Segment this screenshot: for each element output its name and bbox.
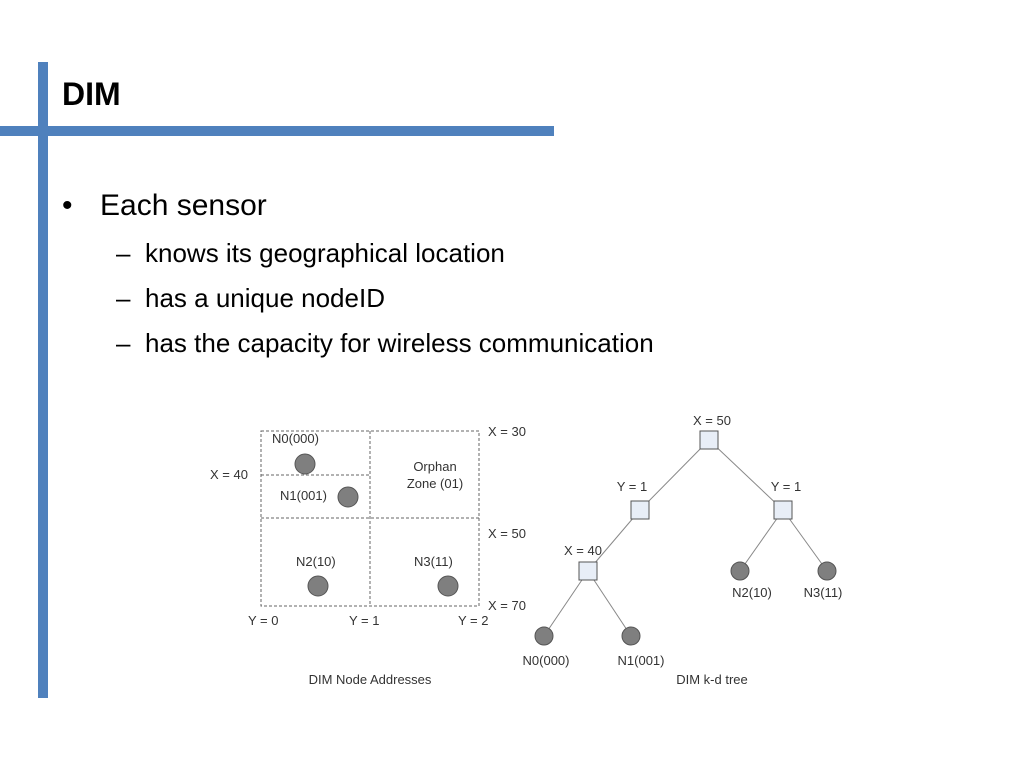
tree-edge (782, 509, 828, 572)
tree-node-label-left: Y = 1 (617, 479, 647, 494)
tree-node-right (773, 500, 793, 520)
grid-sensor-dots (294, 453, 459, 597)
tree-edge (639, 439, 710, 511)
sub-bullet-text: knows its geographical location (145, 238, 505, 268)
sensor-dot-n1 (337, 486, 359, 508)
tree-edges (543, 439, 828, 637)
tree-leaf-label-n0: N0(000) (523, 653, 570, 668)
tree-edge (739, 509, 784, 572)
tree-edge (587, 509, 641, 572)
tree-leaf-label-n1: N1(001) (618, 653, 665, 668)
slide-title: DIM (62, 76, 121, 112)
tree-edge (587, 570, 632, 637)
cell-label-orphan-line1: Orphan (413, 459, 456, 474)
axis-label-y0: Y = 0 (248, 613, 278, 628)
node-address-grid (260, 430, 480, 607)
tree-edge (543, 570, 589, 637)
accent-bar-vertical (38, 62, 48, 698)
axis-label-y1: Y = 1 (349, 613, 379, 628)
bullet-dot-icon: • (62, 189, 73, 222)
cell-label-orphan-line2: Zone (01) (407, 476, 463, 491)
axis-label-y2: Y = 2 (458, 613, 488, 628)
tree-leaf-label-n3: N3(11) (804, 585, 843, 600)
grid-caption: DIM Node Addresses (309, 672, 432, 687)
sensor-dot-n3 (437, 575, 459, 597)
tree-node-label-leftleft: X = 40 (564, 543, 602, 558)
accent-bar-horizontal (0, 126, 554, 136)
axis-label-x70: X = 70 (488, 598, 526, 613)
tree-node-label-right: Y = 1 (771, 479, 801, 494)
dash-icon: – (116, 283, 131, 313)
cell-label-n2: N2(10) (296, 554, 336, 569)
tree-leaf-n3 (817, 561, 837, 581)
cell-label-n3: N3(11) (414, 554, 453, 569)
tree-leaf-label-n2: N2(10) (732, 585, 772, 600)
tree-node-label-root: X = 50 (693, 413, 731, 428)
tree-leaf-n1 (621, 626, 641, 646)
bullet-text: Each sensor (100, 189, 267, 222)
dash-icon: – (116, 328, 131, 358)
tree-node-root (699, 430, 719, 450)
tree-caption: DIM k-d tree (676, 672, 748, 687)
tree-node-left (630, 500, 650, 520)
sub-bullet-text: has the capacity for wireless communicat… (145, 328, 654, 358)
axis-label-x30: X = 30 (488, 424, 526, 439)
sub-bullet-text: has a unique nodeID (145, 283, 385, 313)
tree-edge (708, 439, 784, 511)
tree-node-leftleft (578, 561, 598, 581)
sensor-dot-n0 (294, 453, 316, 475)
cell-label-n1: N1(001) (280, 488, 327, 503)
dash-icon: – (116, 238, 131, 268)
axis-label-x40: X = 40 (210, 467, 248, 482)
sensor-dot-n2 (307, 575, 329, 597)
axis-label-x50: X = 50 (488, 526, 526, 541)
tree-leaf-n0 (534, 626, 554, 646)
tree-leaf-n2 (730, 561, 750, 581)
cell-label-n0: N0(000) (272, 431, 319, 446)
